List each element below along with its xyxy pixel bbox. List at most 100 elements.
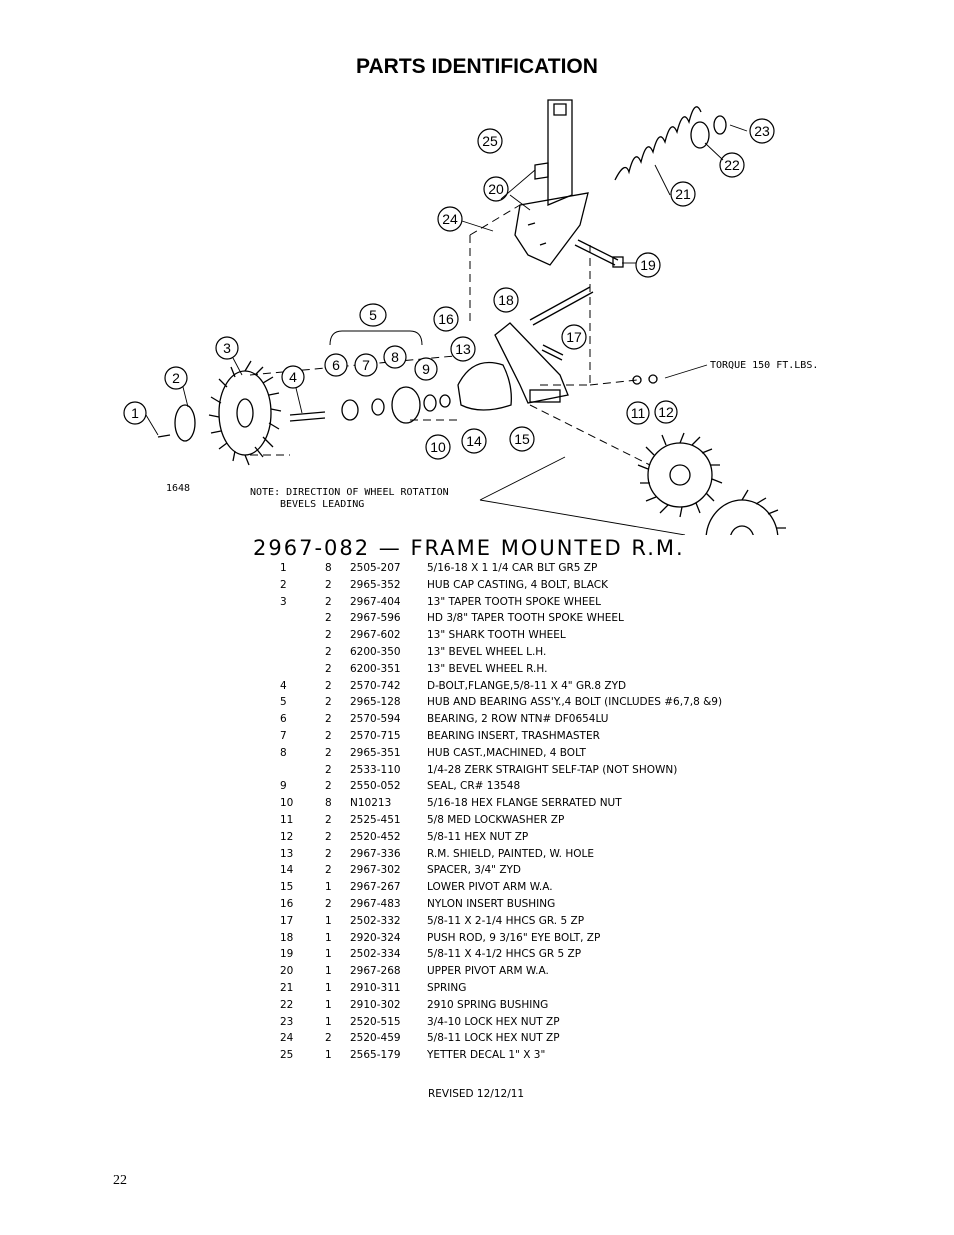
item-number: 8 (280, 746, 287, 759)
table-row: 10 8 N10213 5/16-18 HEX FLANGE SERRATED NUT (270, 797, 790, 814)
part-number: 2533-110 (350, 763, 401, 776)
item-number: 6 (280, 713, 287, 726)
callout-10: 10 (430, 439, 446, 455)
quantity: 2 (325, 763, 332, 776)
item-number: 1 (280, 562, 287, 574)
quantity: 2 (325, 1032, 332, 1045)
quantity: 2 (325, 830, 332, 843)
description: 5/8-11 X 4-1/2 HHCS GR 5 ZP (427, 948, 582, 961)
quantity: 2 (325, 612, 332, 625)
part-number: 2967-302 (350, 864, 401, 877)
part-number: 2910-311 (350, 981, 401, 994)
part-number: 2505-207 (350, 562, 401, 574)
quantity: 2 (325, 629, 332, 642)
item-number: 15 (280, 881, 294, 894)
quantity: 1 (325, 914, 332, 927)
callout-21: 21 (675, 186, 691, 202)
part-number: 2967-336 (350, 847, 401, 860)
part-number: 2965-352 (350, 578, 401, 591)
part-number: 2565-179 (350, 1049, 401, 1062)
quantity: 2 (325, 729, 332, 742)
callout-7: 7 (362, 357, 370, 373)
diagram-drawing: 1 2 3 4 5 6 7 8 9 10 11 12 13 14 15 16 1… (123, 99, 818, 535)
callout-2: 2 (172, 370, 180, 386)
description: NYLON INSERT BUSHING (427, 897, 556, 910)
callout-19: 19 (640, 257, 656, 273)
description: SPACER, 3/4" ZYD (427, 864, 522, 877)
item-number: 17 (280, 914, 294, 927)
part-number: 2967-596 (350, 612, 401, 625)
description: HD 3/8" TAPER TOOTH SPOKE WHEEL (427, 612, 624, 625)
part-number: 6200-350 (350, 645, 401, 658)
callout-4: 4 (289, 369, 297, 385)
part-number: 2570-594 (350, 713, 401, 726)
callout-22: 22 (724, 157, 740, 173)
part-number: 2967-404 (350, 595, 401, 608)
quantity: 1 (325, 881, 332, 894)
description: 13" BEVEL WHEEL L.H. (427, 645, 547, 658)
description: 5/16-18 HEX FLANGE SERRATED NUT (427, 797, 622, 810)
item-number: 7 (280, 729, 287, 742)
callout-1: 1 (131, 405, 139, 421)
callout-15: 15 (514, 431, 530, 447)
quantity: 1 (325, 931, 332, 944)
quantity: 8 (325, 797, 332, 810)
description: HUB CAST.,MACHINED, 4 BOLT (427, 746, 586, 759)
part-number: 2520-515 (350, 1015, 401, 1028)
callout-20: 20 (488, 181, 504, 197)
part-number: 2967-268 (350, 965, 401, 978)
callout-3: 3 (223, 340, 231, 356)
item-number: 21 (280, 981, 294, 994)
item-number: 14 (280, 864, 294, 877)
callout-9: 9 (422, 361, 430, 377)
callout-17: 17 (566, 329, 582, 345)
callout-25: 25 (482, 133, 498, 149)
description: HUB CAP CASTING, 4 BOLT, BLACK (427, 578, 608, 591)
quantity: 1 (325, 998, 332, 1011)
quantity: 2 (325, 813, 332, 826)
item-number: 25 (280, 1049, 294, 1062)
description: 5/8-11 HEX NUT ZP (427, 830, 529, 843)
description: BEARING INSERT, TRASHMASTER (427, 729, 600, 742)
quantity: 2 (325, 662, 332, 675)
part-number: N10213 (350, 797, 392, 810)
page-number: 22 (113, 1173, 127, 1188)
description: 1/4-28 ZERK STRAIGHT SELF-TAP (NOT SHOWN… (427, 763, 678, 776)
quantity: 1 (325, 948, 332, 961)
callout-24: 24 (442, 211, 458, 227)
part-number: 2520-452 (350, 830, 401, 843)
page-title: PARTS IDENTIFICATION (356, 55, 598, 78)
drawing-number: 1648 (166, 483, 190, 494)
table-row: 25 1 2565-179 YETTER DECAL 1" X 3" (270, 1049, 790, 1066)
part-number: 2967-483 (350, 897, 401, 910)
part-number: 2502-334 (350, 948, 401, 961)
item-number: 12 (280, 830, 294, 843)
part-number: 2910-302 (350, 998, 401, 1011)
quantity: 2 (325, 897, 332, 910)
rotation-note-line1: NOTE: DIRECTION OF WHEEL ROTATION (250, 487, 449, 498)
description: YETTER DECAL 1" X 3" (427, 1049, 546, 1062)
quantity: 1 (325, 1049, 332, 1062)
item-number: 10 (280, 797, 294, 810)
description: LOWER PIVOT ARM W.A. (427, 881, 553, 894)
description: 3/4-10 LOCK HEX NUT ZP (427, 1015, 560, 1028)
description: 13" SHARK TOOTH WHEEL (427, 629, 566, 642)
item-number: 9 (280, 780, 287, 793)
part-number: 6200-351 (350, 662, 401, 675)
item-number: 3 (280, 595, 287, 608)
part-number: 2525-451 (350, 813, 401, 826)
